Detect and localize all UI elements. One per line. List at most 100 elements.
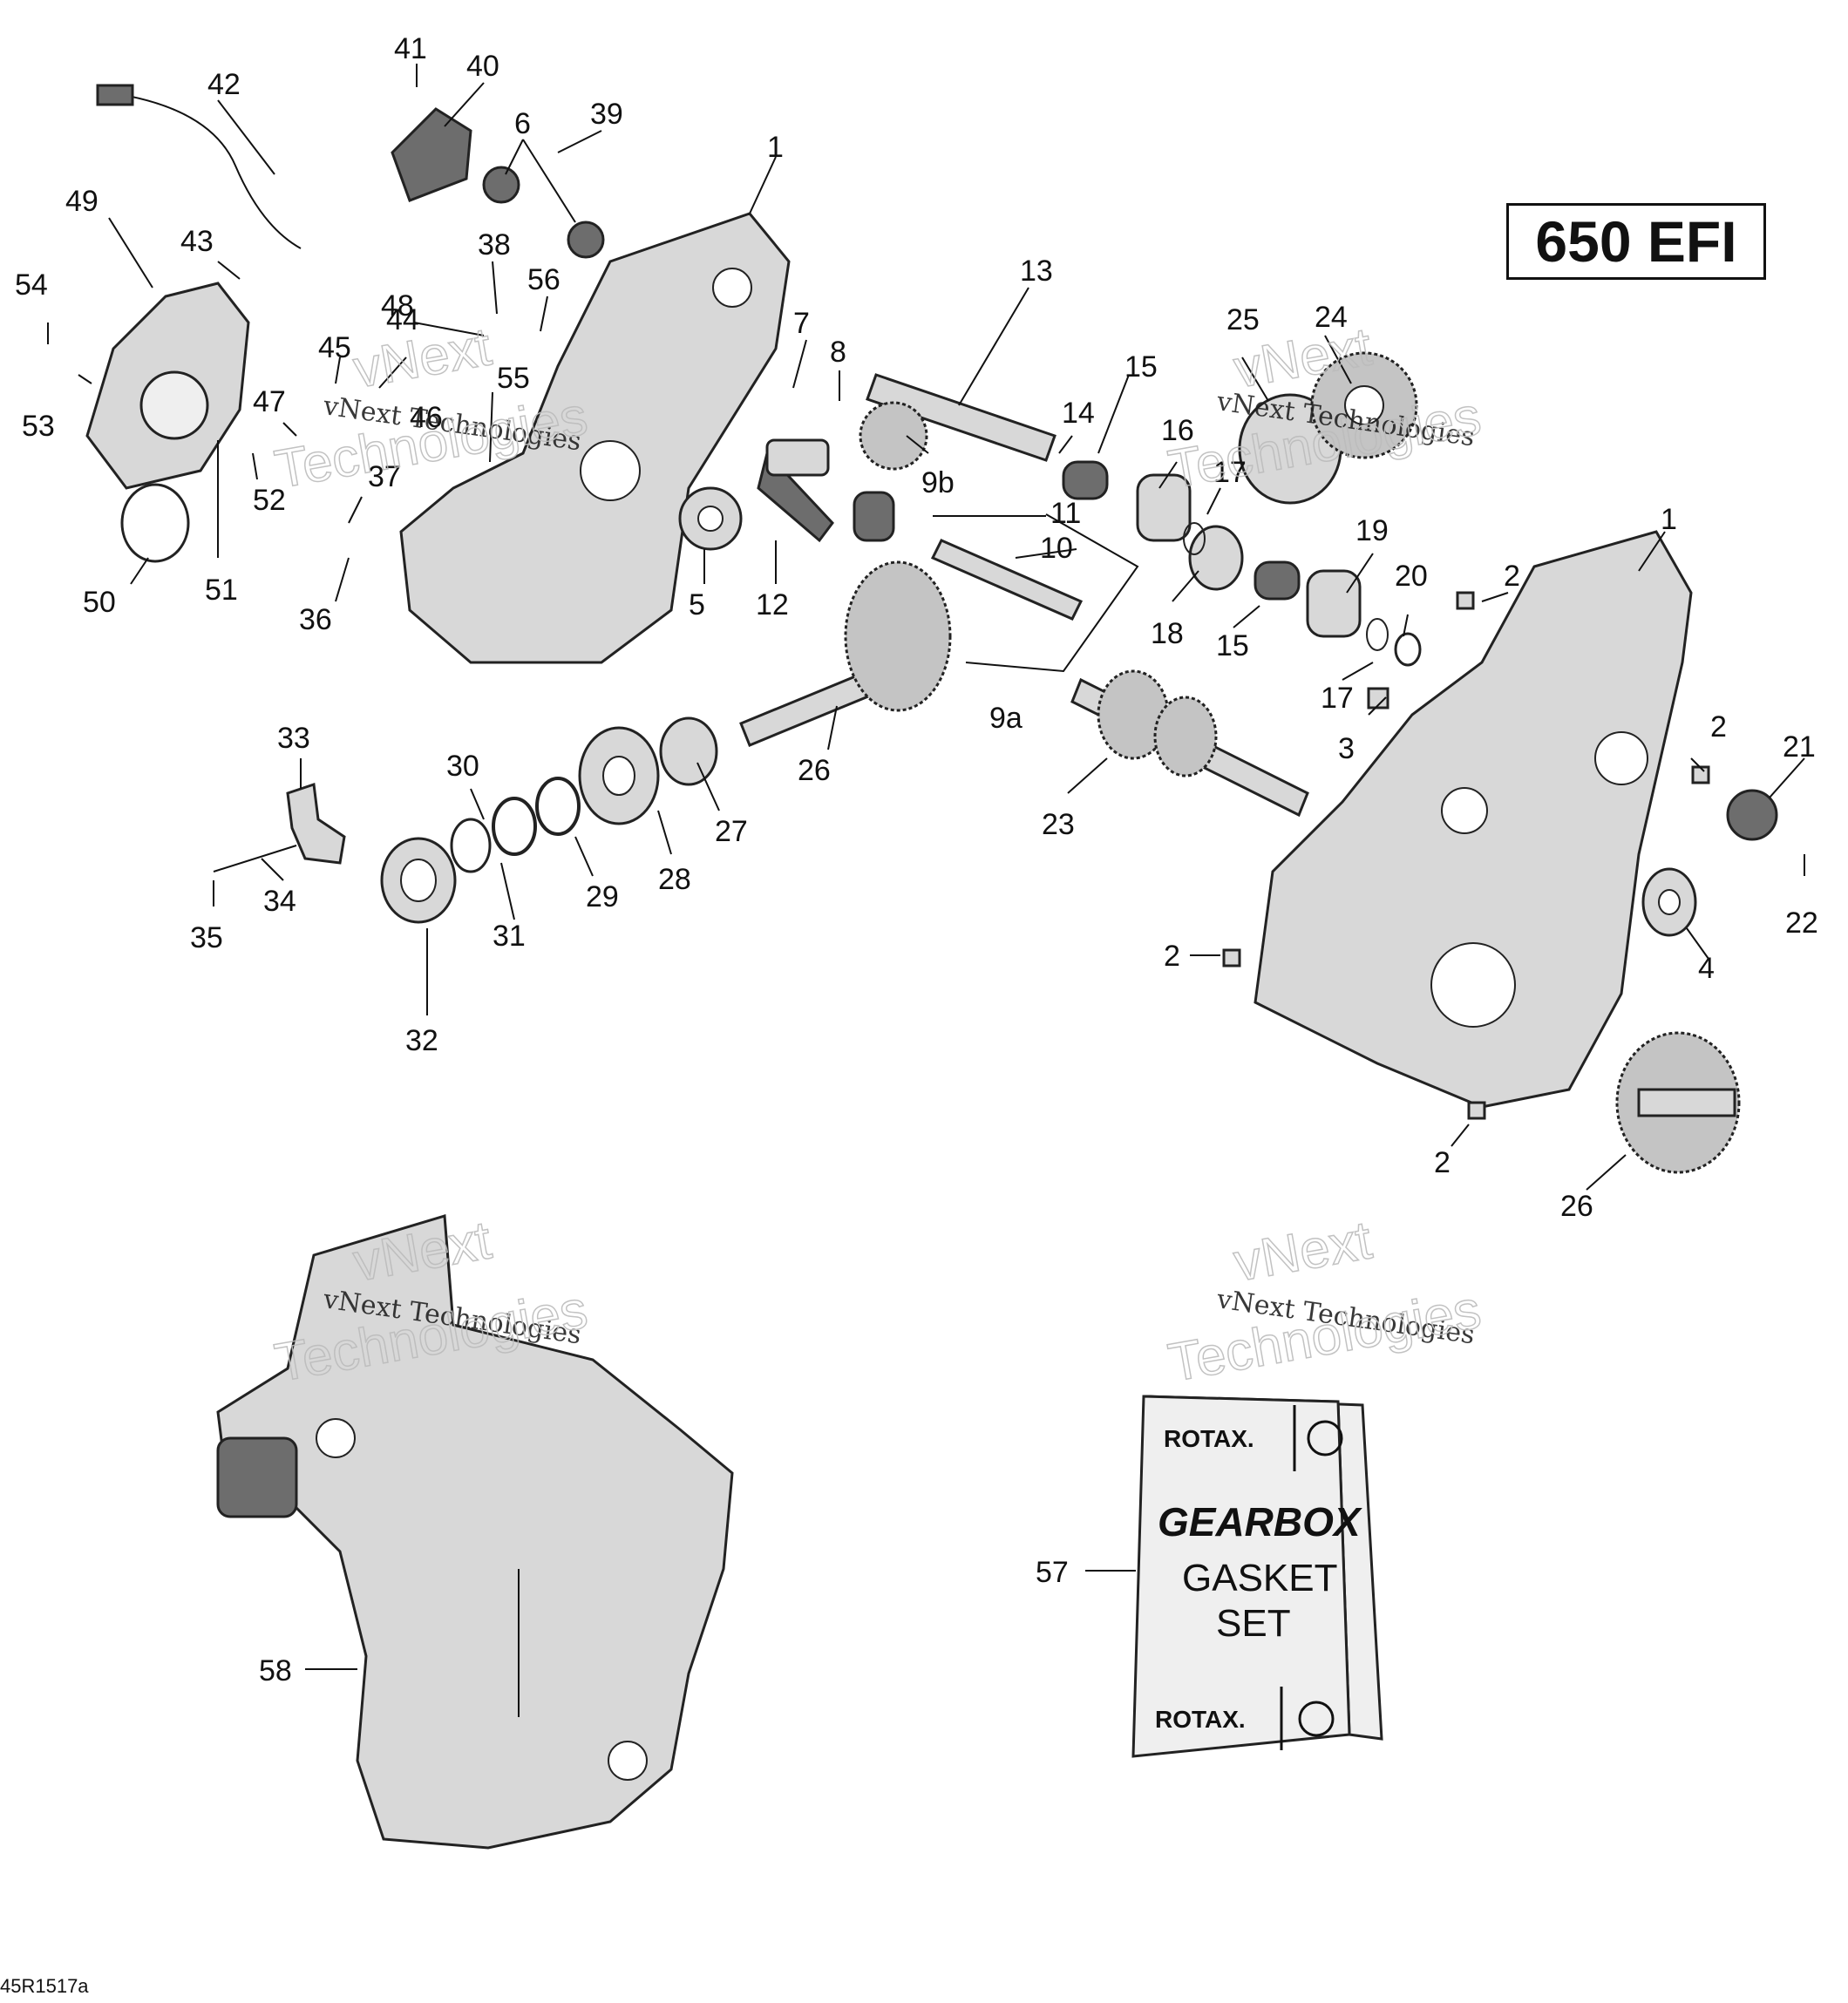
callout: 17: [1321, 682, 1354, 715]
callout: 22: [1785, 906, 1818, 940]
callout: 46: [410, 401, 443, 434]
washers-29-30-31: [450, 777, 581, 873]
watermark-large: vNext: [349, 1210, 495, 1293]
kit-line-1: GEARBOX: [1158, 1499, 1362, 1545]
assembled-gearbox-58: [216, 1214, 734, 1850]
o-ring-50: [120, 483, 190, 563]
gasket-kit-57: ROTAX. GEARBOX GASKET SET ROTAX.: [1131, 1395, 1383, 1758]
callout: 36: [299, 603, 332, 636]
callout: 38: [478, 228, 511, 261]
dowel-pins-2: [1222, 591, 1710, 1120]
callout: 8: [830, 336, 846, 369]
callout: 9b: [921, 466, 955, 499]
callout: 20: [1395, 560, 1428, 593]
callout: 28: [658, 863, 691, 896]
kit-line-2: GASKET: [1182, 1557, 1338, 1599]
callout: 37: [368, 460, 401, 493]
kit-brand-bottom: ROTAX.: [1155, 1706, 1246, 1733]
shaft-10: [930, 539, 1084, 621]
callout: 2: [1164, 940, 1180, 973]
spring-11: [853, 491, 895, 542]
seals-6: [482, 166, 605, 259]
callout: 25: [1226, 303, 1260, 336]
callout: 3: [1338, 732, 1355, 765]
callout: 57: [1036, 1556, 1069, 1589]
callout: 48: [381, 289, 414, 323]
callout: 30: [446, 750, 479, 783]
callout: 24: [1315, 301, 1348, 334]
bevel-gear-shaft-26: [739, 560, 952, 747]
callout: 44: [386, 303, 419, 336]
callout: 27: [715, 815, 748, 848]
output-gear-26: [1615, 1031, 1741, 1174]
callout: 26: [1560, 1190, 1593, 1223]
callout: 51: [205, 574, 238, 607]
callout: 10: [1040, 532, 1073, 565]
callout: 5: [689, 588, 705, 621]
sensor-harness-42: [96, 84, 302, 249]
bearing-5: [678, 486, 743, 551]
callout: 50: [83, 586, 116, 619]
drum-12: [757, 438, 834, 543]
callout: 42: [207, 68, 241, 101]
callout: 54: [15, 268, 48, 302]
gear-24-25: [1238, 351, 1418, 505]
callout: 56: [527, 263, 561, 296]
callout: 55: [497, 362, 530, 395]
callout: 18: [1151, 617, 1184, 650]
callout: 52: [253, 484, 286, 517]
sprocket-21: [1726, 789, 1778, 841]
callouts: 41 40 42 39 6 1 49 43 38 48 56 54 45 44 …: [15, 32, 1818, 1687]
callout: 34: [263, 885, 296, 918]
callout: 9a: [989, 702, 1023, 735]
callout: 58: [259, 1654, 292, 1687]
intermediate-shaft-23: [1070, 669, 1309, 818]
callout: 45: [318, 331, 351, 364]
bearing-and-nut-27-28: [578, 716, 718, 825]
callout: 1: [767, 131, 784, 164]
left-case-half: [399, 212, 791, 664]
watermark-large: vNext: [349, 316, 495, 399]
actuator-motor-49: [85, 282, 250, 490]
callout: 23: [1042, 808, 1075, 841]
callout: 16: [1161, 414, 1194, 447]
callout: 7: [793, 307, 810, 340]
callout: 31: [493, 920, 526, 953]
callout: 32: [405, 1024, 438, 1057]
sleeve-32: [380, 837, 457, 924]
shift-fork-33-34: [213, 782, 346, 872]
callout: 2: [1434, 1146, 1451, 1179]
callout: 35: [190, 921, 223, 954]
watermark-large: Technologies: [1164, 1280, 1485, 1394]
right-case-half: [1254, 530, 1693, 1109]
model-label: 650 EFI: [1506, 203, 1766, 280]
position-sensor-40: [391, 107, 472, 202]
callout: 41: [394, 32, 427, 65]
callout: 2: [1710, 710, 1727, 743]
watermark-large: vNext: [1229, 1210, 1376, 1293]
callout: 40: [466, 50, 499, 83]
callout: 1: [1661, 503, 1677, 536]
callout: 49: [65, 185, 99, 218]
callout: 15: [1124, 350, 1158, 384]
kit-line-3: SET: [1216, 1602, 1291, 1645]
callout: 12: [756, 588, 789, 621]
callout: 11: [1050, 497, 1081, 530]
callout: 21: [1783, 730, 1816, 764]
callout: 53: [22, 410, 55, 443]
leader-lines: [47, 64, 1805, 1670]
callout: 26: [798, 754, 831, 787]
callout: 19: [1355, 514, 1389, 547]
figure-reference: 45R1517a: [0, 1975, 89, 1997]
callout: 17: [1213, 456, 1247, 489]
callout: 33: [277, 722, 310, 755]
kit-brand-top: ROTAX.: [1164, 1425, 1254, 1452]
bearing-4: [1641, 867, 1697, 937]
callout: 4: [1698, 952, 1715, 985]
callout: 47: [253, 385, 286, 418]
callout: 6: [514, 107, 531, 140]
callout: 43: [180, 225, 214, 258]
callout: 13: [1020, 255, 1053, 288]
callout: 39: [590, 98, 623, 131]
